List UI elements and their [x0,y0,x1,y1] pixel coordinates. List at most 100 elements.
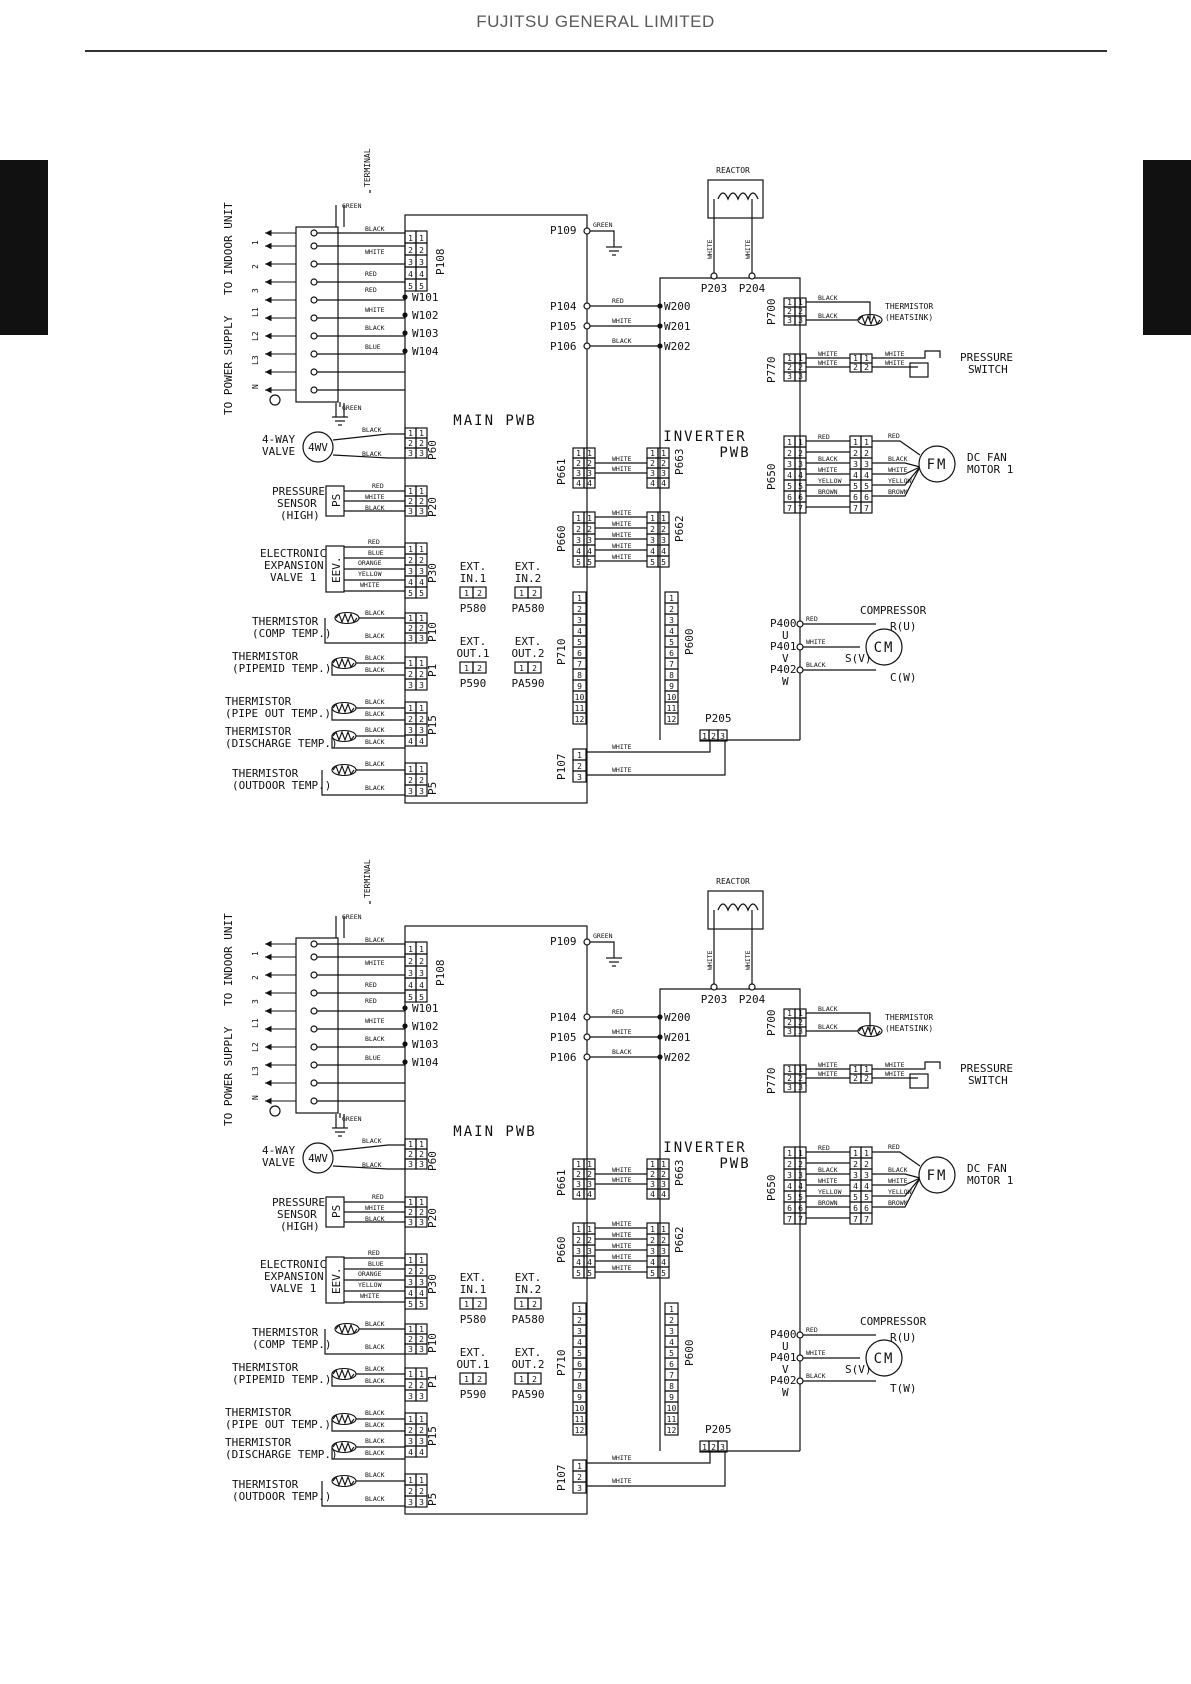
connector-pin-number: 3 [419,681,424,690]
connector-pin-number: 6 [853,493,858,502]
wire-color-label: BLACK [365,1437,385,1445]
wire-color-label: BLUE [368,1260,384,1268]
connector-pin-number: 1 [519,1375,524,1384]
w201-label: W201 [664,320,691,333]
terminal-t1-label: 1 [251,951,260,956]
connector-pin-cell [415,1297,428,1310]
wire-color-label: YELLOW [358,1281,382,1289]
connector-pin-number: 1 [419,945,424,954]
p402-terminal [796,666,804,674]
connector-pin-number: 1 [798,1065,803,1074]
thermistor-wire [321,1481,405,1507]
earth-terminal-icon [269,394,281,406]
connector-pin-number: 1 [587,449,592,458]
connector-pin-number: 3 [419,787,424,796]
wire-color-label: BLACK [365,504,385,512]
eev-label-3: VALVE 1 [270,1282,316,1295]
connector-pin-number: 2 [408,1267,413,1276]
wire-color-label: BLACK [818,312,838,320]
connector-pin-number: 12 [667,1426,677,1435]
wire-color-label: WHITE [365,959,385,967]
connector-pin-number: 2 [419,1267,424,1276]
reactor-coil-icon [717,192,759,201]
wire-color-label: WHITE [365,493,385,501]
connector-w102: W102 [412,309,439,322]
wire-color-label: ORANGE [358,1270,382,1278]
connector-pin-number: 4 [853,471,858,480]
to-power-supply-label: TO POWER SUPPLY [222,1026,235,1126]
p401-label: P401 [770,1351,797,1364]
connector-pin-number: 1 [798,1149,803,1158]
p205-pin-cell [717,729,728,742]
connector-pin-number: 4 [650,547,655,556]
fan-wire [872,466,921,497]
pressure-switch-wire [872,1061,941,1070]
connector-pin-number: 7 [669,660,674,669]
connector-pin-number: 2 [419,1426,424,1435]
connector-pin-cell [415,678,428,691]
connector-pin-number: 4 [661,547,666,556]
wire-color-label: BLUE [365,343,381,351]
connector-pin-number: 3 [587,1180,592,1189]
fan-wire [872,1177,921,1186]
p710-label: P710 [555,639,568,666]
junction-dot [657,1054,663,1060]
eev-label-2: EXPANSION [264,1270,324,1283]
connector-pin-number: 1 [587,1225,592,1234]
dc-fan-label-1: DC FAN [967,451,1007,464]
connector-pin-number: 3 [419,1498,424,1507]
dc-fan-label-1: DC FAN [967,1162,1007,1175]
thermistor-symbol-icon [332,1441,355,1453]
compressor-symbol: CM [874,640,895,656]
p661-label: P661 [555,459,568,486]
ext-pin-cell [527,1297,542,1310]
connector-pin-number: 2 [408,1487,413,1496]
connector-pin-number: 1 [702,732,707,741]
connector-pin-number: 2 [419,1381,424,1390]
terminal-screw [310,1025,318,1033]
connector-pin-number: 2 [798,363,803,372]
connector-pin-cell [657,1188,670,1200]
connector-pin-number: 5 [408,1300,413,1309]
junction-dot [402,1041,408,1047]
p770-label: P770 [765,357,778,384]
wire-color-label: BLACK [365,1035,385,1043]
connector-pin-number: 2 [587,1236,592,1245]
reactor-wire-white-label: WHITE [706,239,714,259]
connector-pin-number: 1 [650,1160,655,1169]
ext-pin-cell [527,1372,542,1385]
ext-pin-cell [472,1372,487,1385]
connector-pin-number: 1 [853,1149,858,1158]
wire-color-label: WHITE [612,455,632,463]
pressure-sensor-label-2: SENSOR [277,497,317,510]
connector-pin-number: 8 [577,671,582,680]
connector-pin-number: 1 [864,1065,869,1074]
connector-pin-number: 3 [798,1027,803,1036]
connector-pin-number: 1 [419,704,424,713]
connector-pin-number: 1 [419,659,424,668]
terminal-screw [310,953,318,961]
connector-pin-cell [415,1445,428,1458]
p400-label: P400 [770,617,797,630]
wire-color-label: BLACK [365,726,385,734]
terminal-screw [310,940,318,948]
thermistor-pipemid-label-2: (PIPEMID TEMP.) [232,662,331,675]
wire-color-label: RED [818,433,830,441]
connector-pin-number: 1 [419,1198,424,1207]
connector-pin-number: 8 [577,1382,582,1391]
pressure-switch-label-1: PRESSURE [960,1062,1013,1075]
p15-label: P15 [426,1426,439,1446]
thermistor-comp-label-2: (COMP TEMP.) [252,627,331,640]
p401-label: P401 [770,640,797,653]
connector-pin-number: 1 [587,1160,592,1169]
connector-pin-number: 3 [408,1218,413,1227]
connector-pin-number: 5 [853,482,858,491]
wire-color-label: BLACK [818,1166,838,1174]
four-way-valve-label-2: VALVE [262,445,295,458]
connector-pin-number: 2 [577,605,582,614]
connector-pin-number: 3 [787,1171,792,1180]
p661-label: P661 [555,1170,568,1197]
thermistor-wire [331,1447,405,1460]
connector-pin-number: 5 [408,282,413,291]
